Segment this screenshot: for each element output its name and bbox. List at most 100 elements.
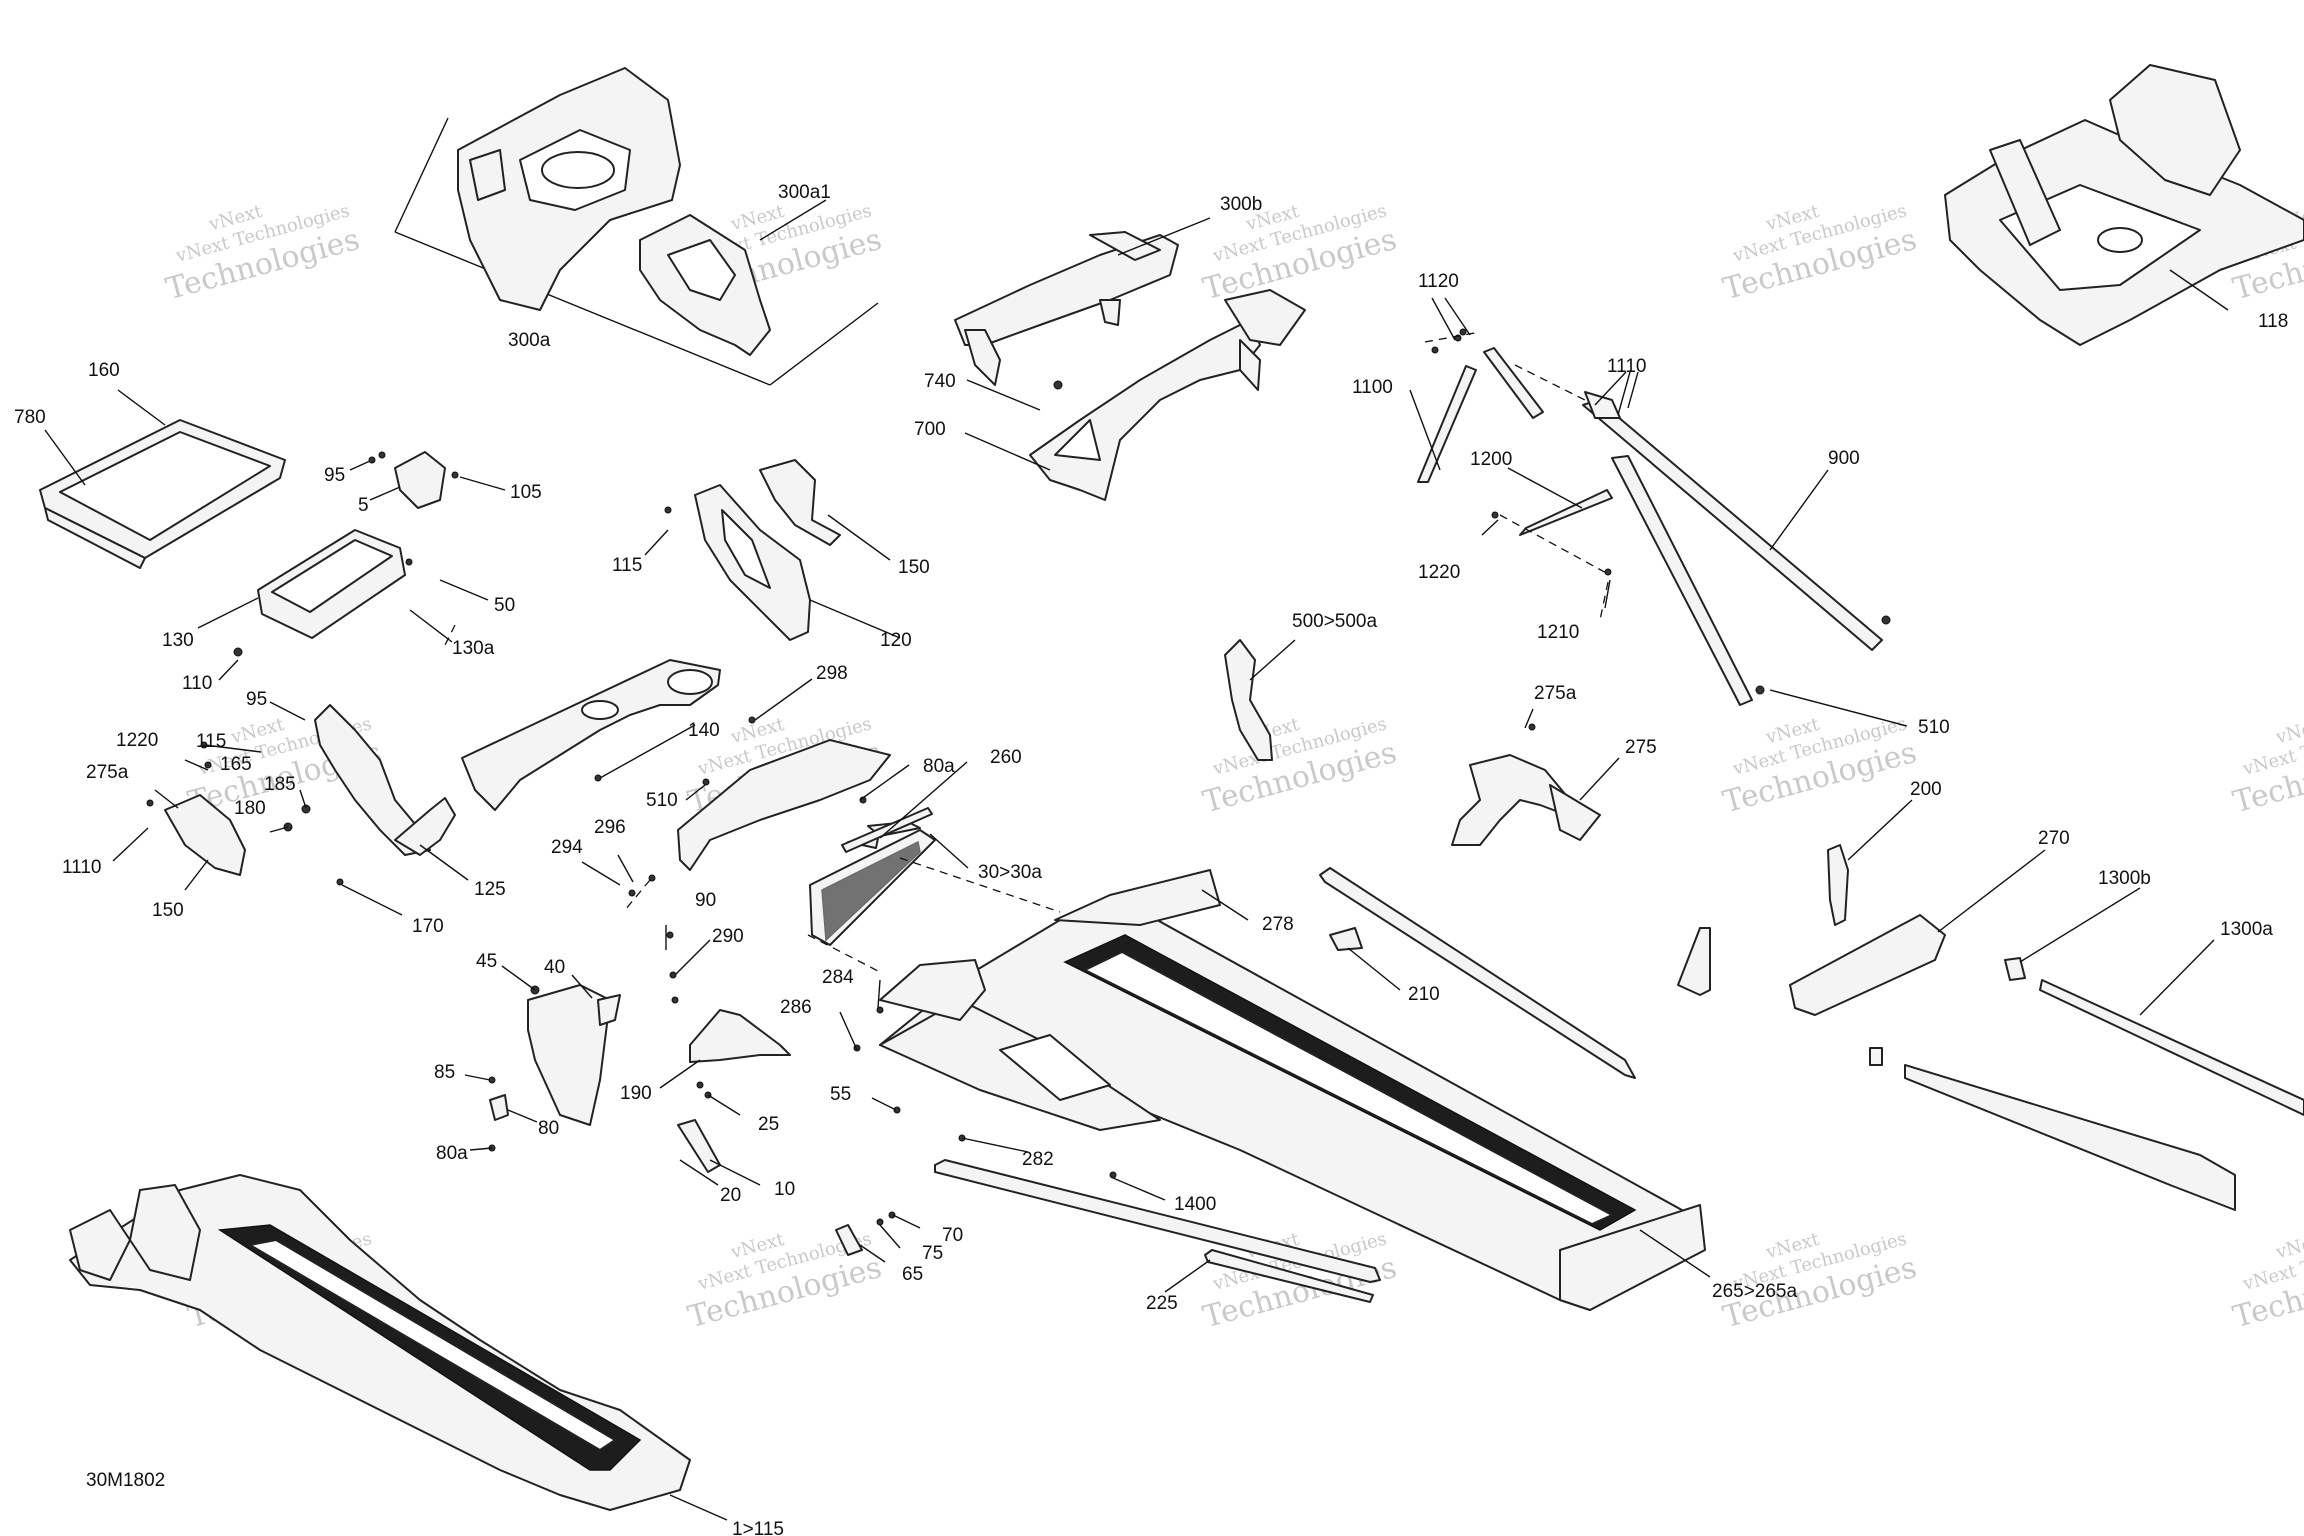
leader-lines <box>44 199 2229 1521</box>
callout-20: 20 <box>720 1185 741 1206</box>
callout-130: 130 <box>162 630 194 651</box>
front-frame-300b-700 <box>954 231 1306 501</box>
callout-300a: 300a <box>508 330 551 351</box>
rear-bumper-group <box>1677 844 2304 1211</box>
bracket-500 <box>1224 639 1273 761</box>
watermark: vNext vNext Technologies Technologies <box>2229 713 2304 820</box>
callout-1115: 1>115 <box>732 1519 784 1536</box>
callout-300b: 300b <box>1220 194 1262 215</box>
callout-265: 265>265a <box>1712 1281 1797 1302</box>
tunnel-265 <box>879 869 1706 1311</box>
callout-70: 70 <box>942 1225 963 1246</box>
callout-1210: 1210 <box>1537 622 1579 643</box>
fasteners <box>146 328 1536 1226</box>
callout-1300a: 1300a <box>2220 919 2273 940</box>
callout-80: 80 <box>538 1118 559 1139</box>
watermark: vNext vNext Technologies Technologies <box>1719 200 1920 307</box>
rails-group <box>934 867 1636 1303</box>
callout-296: 296 <box>594 817 626 838</box>
watermark: vNext vNext Technologies Technologies <box>1199 713 1400 820</box>
plate-160 <box>39 419 286 569</box>
assembly-guide-lines <box>444 331 1611 973</box>
callout-170: 170 <box>412 916 444 937</box>
callout-1220: 1220 <box>1418 562 1460 583</box>
plate-130 <box>257 451 446 639</box>
callout-1110-b: 1110 <box>62 857 101 878</box>
callout-30: 30>30a <box>978 862 1042 883</box>
callout-55: 55 <box>830 1084 851 1105</box>
callout-150: 150 <box>898 557 930 578</box>
callout-165: 165 <box>220 754 252 775</box>
callout-1100: 1100 <box>1352 377 1393 398</box>
watermark: vNext vNext Technologies Technologies <box>684 1228 885 1335</box>
callout-85: 85 <box>434 1062 455 1083</box>
callout-1120: 1120 <box>1418 271 1459 292</box>
callout-180: 180 <box>234 798 266 819</box>
bracket-275 <box>1451 754 1601 846</box>
watermark: vNext vNext Technologies Technologies <box>2229 1228 2304 1335</box>
callout-45: 45 <box>476 951 497 972</box>
bracket-40 <box>489 984 621 1126</box>
callout-25: 25 <box>758 1114 779 1135</box>
brackets-190-10 <box>677 1009 863 1256</box>
callout-95-b: 95 <box>246 689 267 710</box>
callout-105: 105 <box>510 482 542 503</box>
callout-740: 740 <box>924 371 956 392</box>
callout-80a-b: 80a <box>436 1143 468 1164</box>
callout-278: 278 <box>1262 914 1294 935</box>
side-bracket-120 <box>694 459 841 641</box>
drawing-reference: 30M1802 <box>86 1470 165 1491</box>
callout-300a1: 300a1 <box>778 182 831 203</box>
callout-5: 5 <box>358 495 369 516</box>
callout-140: 140 <box>688 720 720 741</box>
callout-275a: 275a <box>1534 683 1577 704</box>
tunnel-assembly-1-115 <box>69 1174 691 1511</box>
callout-1300b: 1300b <box>2098 868 2151 889</box>
callout-150-b: 150 <box>152 900 184 921</box>
callout-510: 510 <box>1918 717 1950 738</box>
callout-95: 95 <box>324 465 345 486</box>
callout-40: 40 <box>544 957 565 978</box>
callout-294: 294 <box>551 837 583 858</box>
callout-275: 275 <box>1625 737 1657 758</box>
middle-panel-510 <box>677 739 891 871</box>
callout-185: 185 <box>264 774 296 795</box>
callout-10: 10 <box>774 1179 795 1200</box>
parts <box>39 64 2304 1511</box>
callout-270: 270 <box>2038 828 2070 849</box>
callout-900: 900 <box>1828 448 1860 469</box>
callout-65: 65 <box>902 1264 923 1285</box>
callout-210: 210 <box>1408 984 1440 1005</box>
callout-200: 200 <box>1910 779 1942 800</box>
front-structure-125 <box>164 704 456 876</box>
callout-125: 125 <box>474 879 506 900</box>
callout-510-b: 510 <box>646 790 678 811</box>
callout-225: 225 <box>1146 1293 1178 1314</box>
callout-50: 50 <box>494 595 515 616</box>
callout-275a-b: 275a <box>86 762 129 783</box>
callout-1110: 1110 <box>1607 356 1646 377</box>
floor-panel-140 <box>461 659 721 811</box>
watermark: vNext vNext Technologies Technologies <box>1719 1228 1920 1335</box>
callout-90: 90 <box>695 890 716 911</box>
watermark: vNext vNext Technologies Technologies <box>1719 713 1920 820</box>
callout-298: 298 <box>816 663 848 684</box>
callout-286: 286 <box>780 997 812 1018</box>
callouts: 300a1 300a 300b 740 700 1120 1100 1110 9… <box>14 182 2288 1536</box>
callout-190: 190 <box>620 1083 652 1104</box>
chassis-118 <box>1944 64 2304 346</box>
callout-260: 260 <box>990 747 1022 768</box>
callout-118: 118 <box>2258 311 2288 332</box>
callout-1220-b: 1220 <box>116 730 158 751</box>
callout-284: 284 <box>822 967 854 988</box>
callout-115: 115 <box>612 555 642 576</box>
callout-700: 700 <box>914 419 946 440</box>
callout-1400: 1400 <box>1174 1194 1216 1215</box>
steering-column-group <box>1417 334 1891 706</box>
callout-120: 120 <box>880 630 912 651</box>
callout-130a: 130a <box>452 638 495 659</box>
callout-75: 75 <box>922 1243 943 1264</box>
callout-780: 780 <box>14 407 46 428</box>
watermark: vNext vNext Technologies Technologies <box>162 200 363 307</box>
